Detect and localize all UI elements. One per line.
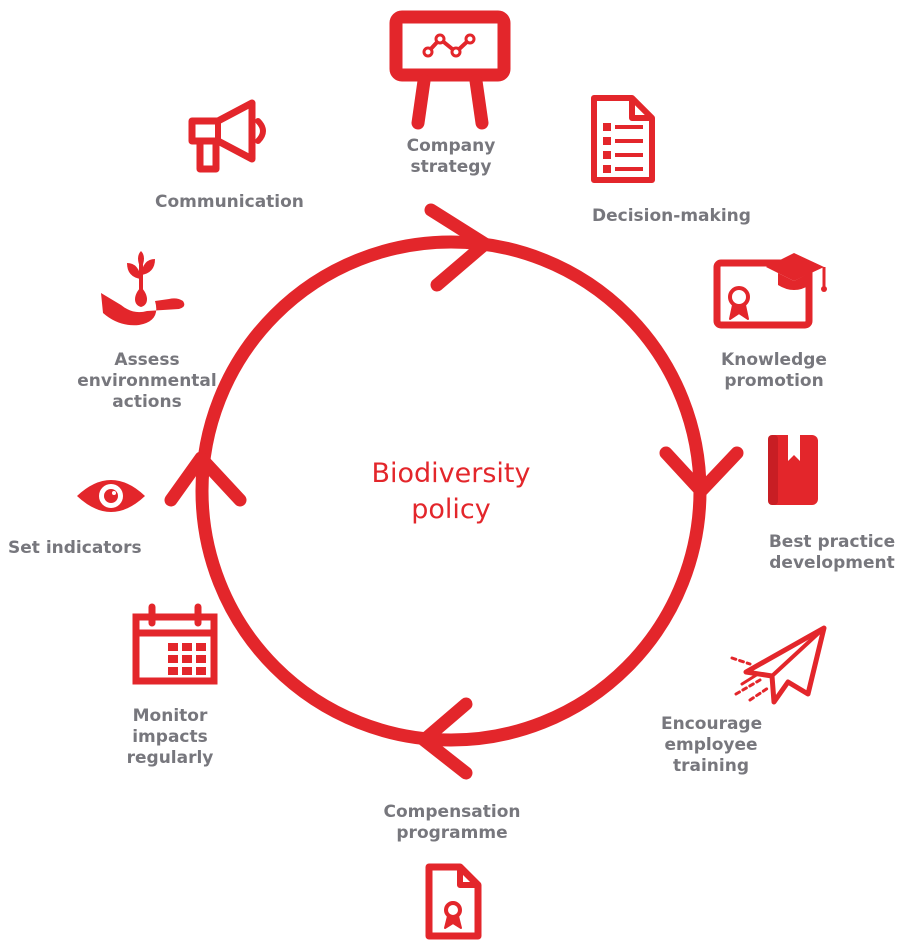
checklist-document-icon bbox=[588, 92, 658, 188]
step-label-line: Company bbox=[406, 136, 496, 156]
step-label-line: Knowledge bbox=[721, 350, 827, 370]
step-label-line: Set indicators bbox=[8, 538, 142, 558]
step-label-line: Compensation bbox=[383, 802, 521, 822]
step-label-company-strategy: Company strategy bbox=[404, 136, 498, 178]
arrowhead-top bbox=[424, 203, 492, 292]
step-label-line: Monitor bbox=[132, 706, 208, 726]
center-title-line-1: Biodiversity bbox=[371, 458, 531, 489]
step-label-line: Assess bbox=[114, 350, 180, 370]
arrowhead-bottom bbox=[417, 697, 473, 780]
step-label-set-indicators: Set indicators bbox=[8, 538, 142, 559]
step-label-knowledge-promotion: Knowledge promotion bbox=[714, 350, 834, 392]
calendar-icon bbox=[132, 603, 218, 685]
step-label-decision-making: Decision-making bbox=[592, 206, 751, 227]
award-document-icon bbox=[422, 860, 484, 942]
step-label-communication: Communication bbox=[155, 192, 304, 213]
step-label-line: Decision-making bbox=[592, 206, 751, 226]
arrowhead-right bbox=[659, 446, 744, 498]
step-label-line: environmental bbox=[77, 371, 217, 391]
paper-plane-icon bbox=[728, 624, 830, 706]
graduation-certificate-icon bbox=[712, 251, 830, 331]
step-label-monitor-impacts: Monitor impacts regularly bbox=[122, 706, 218, 769]
step-label-line: promotion bbox=[724, 371, 824, 391]
presentation-board-icon bbox=[388, 9, 513, 130]
center-title: Biodiversity policy bbox=[331, 456, 571, 528]
bookmarked-book-icon bbox=[766, 433, 822, 509]
step-label-line: Best practice bbox=[768, 532, 896, 552]
center-title-line-2: policy bbox=[411, 494, 491, 525]
megaphone-icon bbox=[184, 97, 276, 177]
step-label-best-practice: Best practice development bbox=[766, 532, 898, 574]
arrowhead-left bbox=[164, 451, 247, 507]
hand-plant-icon bbox=[99, 251, 191, 333]
step-label-employee-training: Encourage employee training bbox=[661, 714, 763, 777]
step-label-compensation: Compensation programme bbox=[382, 802, 522, 844]
step-label-line: impacts bbox=[132, 727, 208, 747]
step-label-line: strategy bbox=[410, 157, 492, 177]
step-label-line: training bbox=[672, 756, 749, 776]
eye-icon bbox=[75, 474, 147, 518]
step-label-line: development bbox=[769, 553, 895, 573]
step-label-line: regularly bbox=[126, 748, 214, 768]
step-label-line: Encourage bbox=[661, 714, 763, 734]
step-label-line: employee bbox=[664, 735, 758, 755]
step-label-line: actions bbox=[112, 392, 182, 412]
step-label-line: Communication bbox=[155, 192, 304, 212]
step-label-assess-actions: Assess environmental actions bbox=[64, 350, 230, 413]
step-label-line: programme bbox=[396, 823, 508, 843]
